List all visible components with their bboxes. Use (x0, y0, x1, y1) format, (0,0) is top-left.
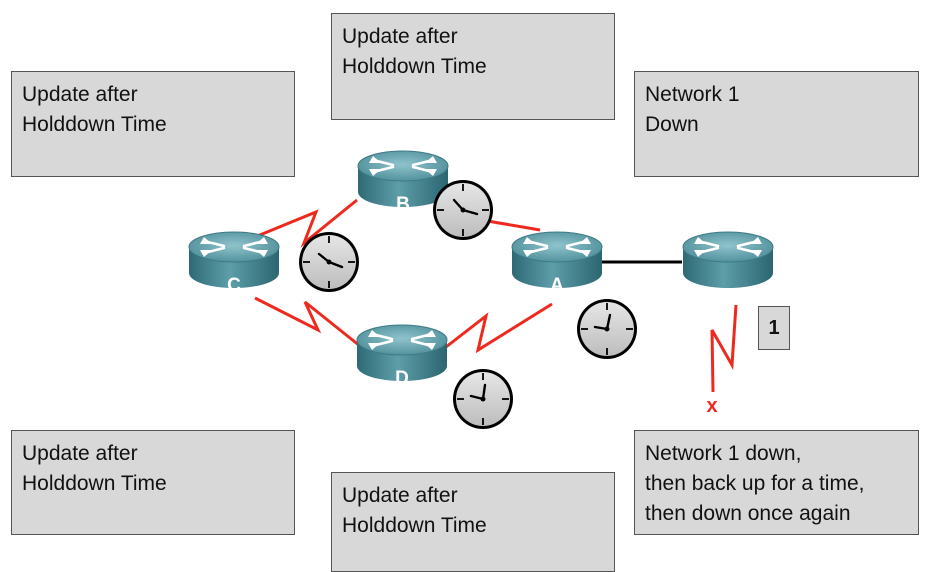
note-line: Holddown Time (22, 472, 167, 495)
note-bottom-left: Update after Holddown Time (11, 430, 295, 535)
router-label: D (395, 368, 409, 389)
router-d: D (355, 323, 449, 389)
note-line: then back up for a time, (645, 472, 865, 495)
note-top-center: Update after Holddown Time (331, 13, 615, 120)
clock-icon (576, 298, 638, 360)
router-label: B (396, 194, 410, 215)
note-line: Holddown Time (342, 514, 487, 537)
router-label: A (550, 275, 564, 296)
clock-icon (452, 368, 514, 430)
clock-icon (432, 179, 494, 241)
router-c: C (187, 230, 281, 296)
network-1-label: 1 (758, 306, 790, 350)
link-net1-failing (710, 304, 738, 393)
note-line: Holddown Time (22, 113, 167, 136)
note-line: Network 1 down, (645, 442, 802, 465)
router-e (681, 230, 775, 290)
note-bottom-center: Update after Holddown Time (331, 472, 615, 572)
router-a: A (510, 230, 604, 296)
note-top-right: Network 1 Down (634, 71, 919, 177)
link-c-d (254, 296, 361, 348)
note-top-left: Update after Holddown Time (11, 71, 295, 177)
note-line: Update after (22, 442, 138, 465)
note-line: Update after (342, 25, 458, 48)
failure-x-mark: x (706, 395, 717, 417)
note-line: Down (645, 113, 699, 136)
note-line: Update after (22, 83, 138, 106)
note-line: Network 1 (645, 83, 740, 106)
link-c-b (254, 198, 358, 248)
link-d-a (445, 302, 553, 354)
router-label: C (227, 275, 241, 296)
note-line: Update after (342, 484, 458, 507)
clock-icon (298, 231, 360, 293)
note-bottom-right: Network 1 down, then back up for a time,… (634, 430, 919, 535)
router-b: B (356, 149, 450, 215)
note-line: then down once again (645, 502, 851, 525)
note-line: Holddown Time (342, 55, 487, 78)
